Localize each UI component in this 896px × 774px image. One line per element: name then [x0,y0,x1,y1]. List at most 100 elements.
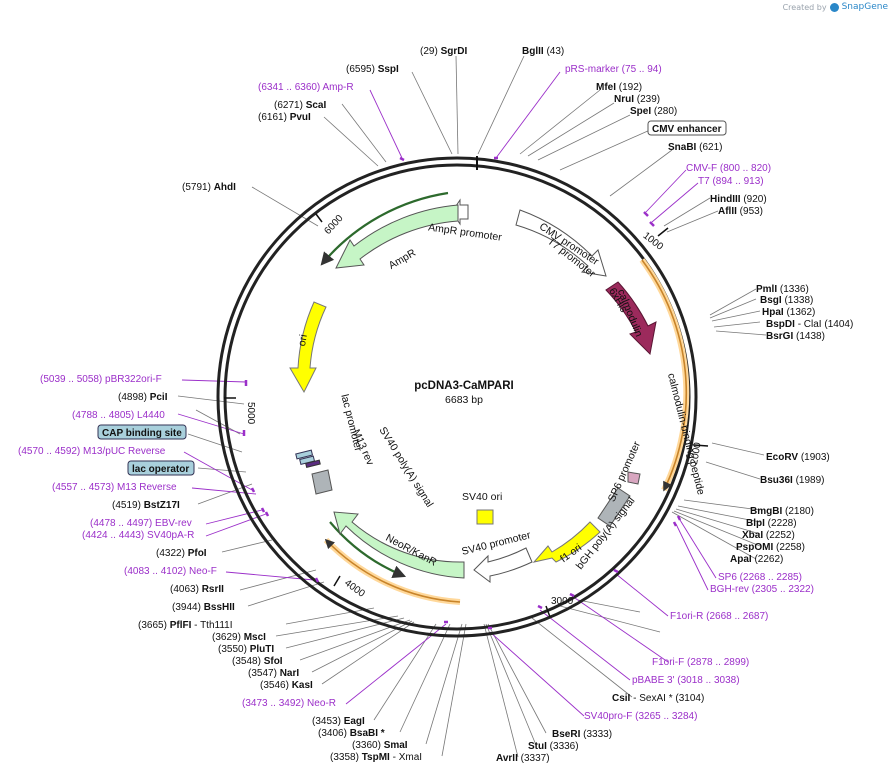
site-sgrdi: (29) SgrDI [420,46,467,57]
sv40-polya-box [311,469,333,495]
lac-operator-label-box [127,460,195,476]
primer-m13-reverse: (4557 .. 4573) M13 Reverse [52,482,177,493]
primer-cmv-f: CMV-F (800 .. 820) [686,163,771,174]
site-eagi: (3453) EagI [312,716,365,727]
primer-neo-r: (3473 .. 3492) Neo-R [242,698,336,709]
primer-pbabe-3: pBABE 3' (3018 .. 3038) [632,675,740,686]
ring-ticks [224,213,709,618]
site-stui: StuI (3336) [528,741,579,752]
feature-arrows [289,198,657,583]
primer-t7: T7 (894 .. 913) [698,176,764,187]
site-pfoi: (4322) PfoI [156,548,207,559]
ampr-arrow [335,204,459,269]
site-bseri: BseRI (3333) [552,729,612,740]
cap-site-box [295,449,314,460]
tick-5000: 5000 [245,402,256,425]
map-title: pcDNA3-CaMPARI [414,380,513,392]
site-bglii: BglII (43) [522,46,564,57]
label-ampr-promoter: AmpR promoter [427,221,503,243]
site-snabi: SnaBI (621) [668,142,722,153]
site-pvui: (6161) PvuI [258,112,311,123]
primer-amp-r: (6341 .. 6360) Amp-R [258,82,354,93]
primer-f1ori-r: F1ori-R (2668 .. 2687) [670,611,768,622]
site-pluti: (3550) PluTI [218,644,274,655]
primer-marks [242,156,682,630]
primer-sv40pa-r: (4424 .. 4443) SV40pA-R [82,530,194,541]
site-apai: ApaI (2262) [730,554,783,565]
label-sv40-polya: SV40 poly(A) signal [376,425,435,510]
site-smai: (3360) SmaI [352,740,408,751]
label-ori: ori [296,334,310,348]
site-csii: CsiI - SexAI * (3104) [612,693,704,704]
primer-pbr322ori-f: (5039 .. 5058) pBR322ori-F [40,374,162,385]
site-bsgi: BsgI (1338) [760,295,813,306]
site-msci: (3629) MscI [212,632,266,643]
cmv-promoter-arrow [515,209,607,277]
site-spei: SpeI (280) [630,106,677,117]
site-tspmi: (3358) TspMI - XmaI [330,752,422,763]
primer-leader-lines [177,71,717,717]
bgh-polya-box [597,487,631,527]
label-lac-operator: lac operator [132,464,189,475]
site-aflii: AflII (953) [718,206,763,217]
feature-labels: AmpR promoter AmpR CMV promoter T7 promo… [296,221,707,572]
primer-bgh-rev: BGH-rev (2305 .. 2322) [710,584,814,595]
cmv-enhancer-box [647,120,727,136]
site-bsu36i: Bsu36I (1989) [760,475,824,486]
credit-prefix: Created by [782,2,827,12]
snapgene-logo-icon [829,2,839,12]
tick-6000: 6000 [322,213,345,237]
site-pcii: (4898) PciI [118,392,168,403]
primer-f1ori-f: F1ori-F (2878 .. 2899) [652,657,749,668]
site-hindiii: HindIII (920) [710,194,767,205]
site-hpai: HpaI (1362) [762,307,815,318]
tick-3000: 3000 [551,596,574,607]
m13rev-mark [305,459,321,468]
site-ecorv: EcoRV (1903) [766,452,830,463]
site-bsabi: (3406) BsaBI * [318,728,385,739]
site-sfoi: (3548) SfoI [232,656,283,667]
site-xbai: XbaI (2252) [742,530,795,541]
neor-orf-ring [329,521,407,578]
site-pflfi: (3665) PflFI - Tth111I [138,620,233,631]
site-mfei: MfeI (192) [596,82,642,93]
site-blpi: BlpI (2228) [746,518,797,529]
site-rsrii: (4063) RsrII [170,584,224,595]
orf-rings [323,258,690,605]
sv40-ori-box [476,509,494,525]
f1-ori-arrow [532,521,601,563]
site-bspdi: BspDI - ClaI (1404) [766,319,853,330]
calmodulin-arrow [605,281,657,356]
primer-prs-marker: pRS-marker (75 .. 94) [565,64,662,75]
site-bsshii: (3944) BssHII [172,602,235,613]
sv40-promoter-arrow [473,547,533,583]
site-avrii: AvrII (3337) [496,753,550,764]
primer-sp6: SP6 (2268 .. 2285) [718,572,802,583]
site-bsrgi: BsrGI (1438) [766,331,825,342]
site-bstz17i: (4519) BstZ17I [112,500,180,511]
credit-brand: SnapGene [841,2,888,12]
site-pspomi: PspOMI (2258) [736,542,805,553]
site-bmgbi: BmgBI (2180) [750,506,814,517]
label-cmv-enhancer: CMV enhancer [652,124,722,135]
site-sspi: (6595) SspI [346,64,399,75]
label-sv40-ori: SV40 ori [462,491,502,503]
site-pmli: PmlI (1336) [756,284,809,295]
map-length: 6683 bp [445,394,483,406]
label-cap-binding-site: CAP binding site [102,428,182,439]
site-nrui: NruI (239) [614,94,660,105]
primer-m13-puc: (4570 .. 4592) M13/pUC Reverse [18,446,166,457]
primer-sv40pro-f: SV40pro-F (3265 .. 3284) [584,711,697,722]
outer-labels: (29) SgrDI BglII (43) (6595) SspI pRS-ma… [18,46,853,764]
label-ampr: AmpR [387,247,419,272]
tick-2000: 2000 [689,441,704,465]
primer-neo-f: (4083 .. 4102) Neo-F [124,566,217,577]
ampr-orf-ring [320,191,449,266]
sp6-promoter-arrow [627,471,641,485]
site-kasi: (3546) KasI [260,680,313,691]
misc-feature-boxes [97,120,727,476]
ori-arrow [289,301,327,394]
primer-l4440: (4788 .. 4805) L4440 [72,410,165,421]
primer-ebv-rev: (4478 .. 4497) EBV-rev [90,518,192,529]
